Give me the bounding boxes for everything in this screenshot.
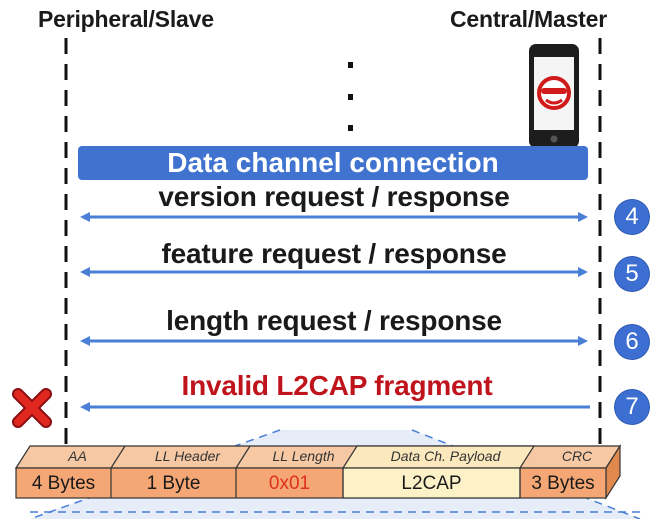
red-x-icon: [12, 388, 52, 428]
exchange-label-length: length request / response: [166, 305, 502, 336]
field-value-ll-length: 0x01: [268, 473, 311, 494]
exchange-label-feature: feature request / response: [161, 238, 507, 269]
exchange-label-version: version request / response: [158, 181, 510, 212]
connection-bar: [78, 146, 588, 180]
field-header-ll-header: LL Header: [154, 448, 221, 464]
packet-box: [14, 443, 622, 501]
step-badge-5: 5: [615, 257, 649, 291]
field-value-payload: L2CAP: [401, 473, 462, 494]
exchange-label-invalid: Invalid L2CAP fragment: [181, 370, 493, 401]
zoom-line-right: [411, 429, 641, 519]
peripheral-label: Peripheral/Slave: [38, 6, 214, 32]
field-value-crc: 3 Bytes: [531, 473, 595, 494]
field-value-aa: 4 Bytes: [31, 473, 96, 494]
step-badge-7: 7: [615, 390, 649, 424]
field-header-ll-length: LL Length: [272, 448, 335, 464]
field-header-crc: CRC: [561, 448, 593, 464]
connection-label: Data channel connection: [167, 147, 499, 178]
step-badge-4: 4: [615, 200, 649, 234]
step-badge-6: 6: [615, 325, 649, 359]
field-header-payload: Data Ch. Payload: [390, 448, 501, 464]
field-value-ll-header: 1 Byte: [146, 473, 201, 494]
red-face-icon: [537, 76, 571, 110]
central-label: Central/Master: [450, 6, 607, 32]
ellipsis-dots: [348, 62, 353, 131]
field-header-aa: AA: [68, 448, 87, 464]
